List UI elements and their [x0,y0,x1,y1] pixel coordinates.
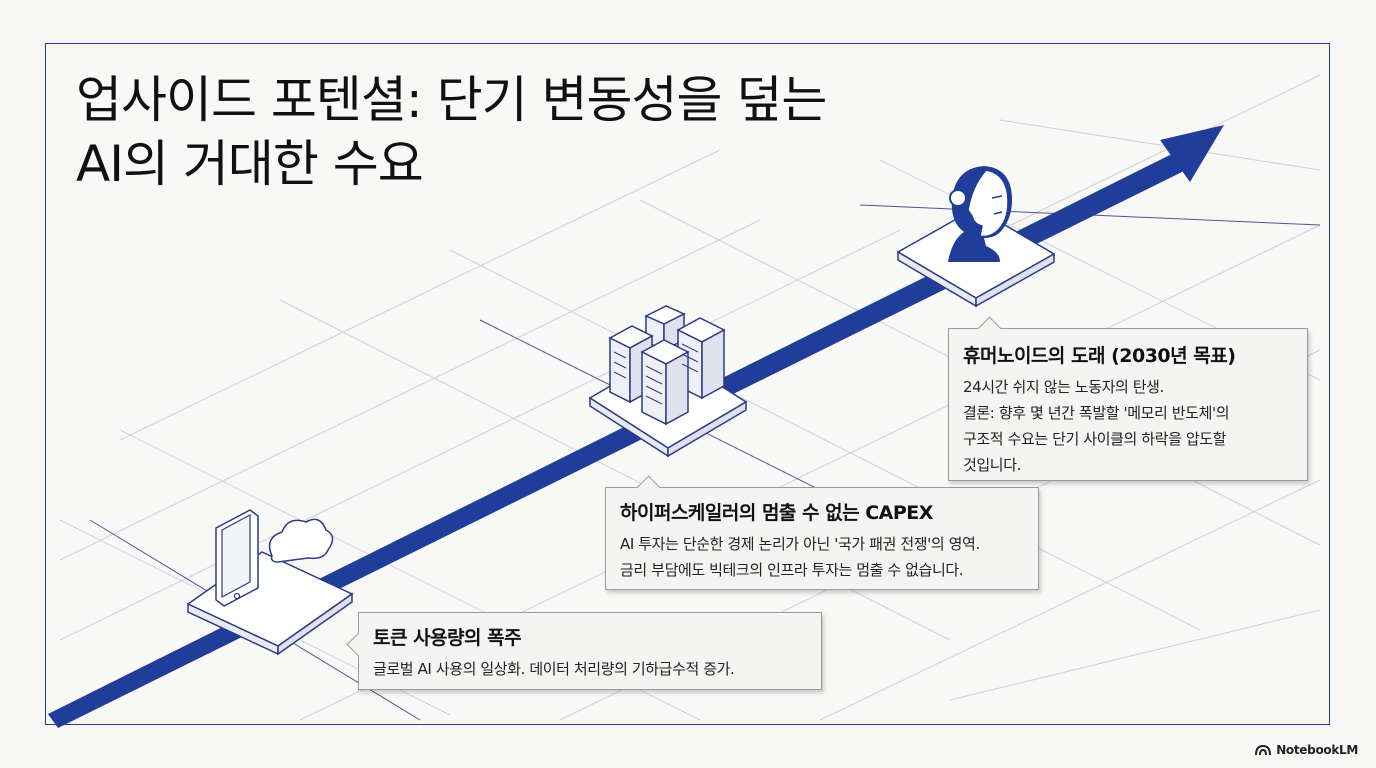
callout-text-line: AI 투자는 단순한 경제 논리가 아닌 '국가 패권 전쟁'의 영역. [620,535,980,553]
notebooklm-logo-icon [1255,744,1272,756]
humanoid-head-icon [948,166,1012,262]
callout-text-line: 것입니다. [963,456,1021,474]
hyperscaler-callout: 하이퍼스케일러의 멈출 수 없는 CAPEX AI 투자는 단순한 경제 논리가… [605,475,1039,590]
humanoid-callout: 휴머노이드의 도래 (2030년 목표) 24시간 쉬지 않는 노동자의 탄생.… [948,316,1308,481]
token-callout: 토큰 사용량의 폭주 글로벌 AI 사용의 일상화. 데이터 처리량의 기하급수… [346,612,822,690]
callout-text-line: 24시간 쉬지 않는 노동자의 탄생. [963,378,1164,396]
callout-text-line: 결론: 향후 몇 년간 폭발할 '메모리 반도체'의 [963,404,1230,422]
cloud-icon [268,518,334,563]
callout-text-line: 금리 부담에도 빅테크의 인프라 투자는 멈출 수 없습니다. [620,561,964,579]
growth-arrow [48,125,1224,728]
server-rack-icon [608,305,726,426]
callout-text-line: 구조적 수요는 단기 사이클의 하락을 압도할 [963,430,1227,448]
title-line-2: AI의 거대한 수요 [76,135,424,193]
smartphone-icon [215,509,259,607]
brand-label: NotebookLM [1276,743,1358,757]
notebooklm-badge: NotebookLM [1255,743,1358,757]
callout-heading: 휴머노이드의 도래 (2030년 목표) [963,345,1236,367]
page-title: 업사이드 포텐셜: 단기 변동성을 덮는 AI의 거대한 수요 [76,68,827,196]
title-line-1: 업사이드 포텐셜: 단기 변동성을 덮는 [76,71,827,129]
callout-heading: 토큰 사용량의 폭주 [373,627,522,649]
callout-heading: 하이퍼스케일러의 멈출 수 없는 CAPEX [620,502,933,524]
callout-text-line: 글로벌 AI 사용의 일상화. 데이터 처리량의 기하급수적 증가. [373,660,735,678]
